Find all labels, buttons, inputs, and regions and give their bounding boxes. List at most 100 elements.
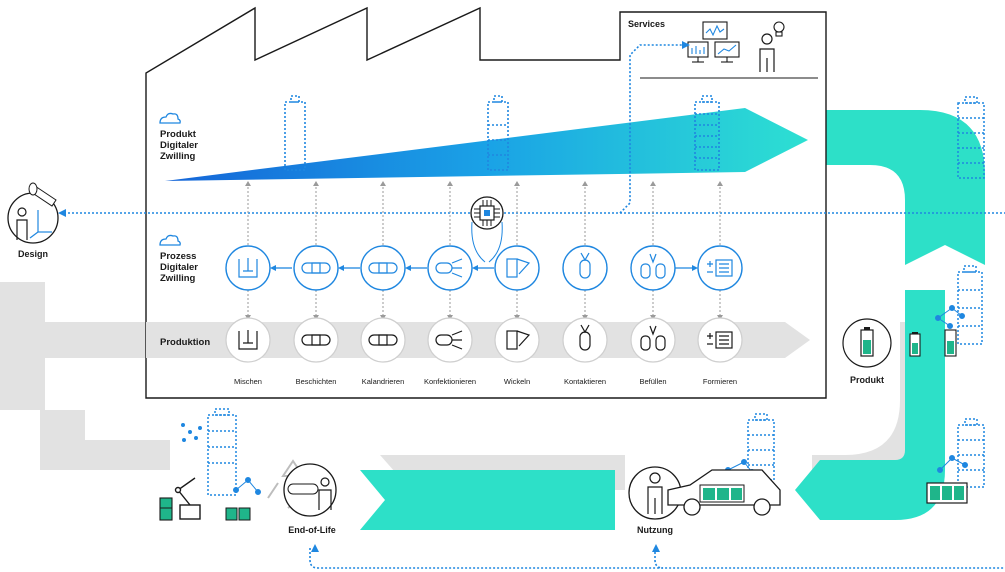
chip-icon <box>470 196 504 230</box>
arrow-head-left <box>58 209 66 217</box>
person-icon <box>318 477 332 510</box>
process-twin-label-1: Prozess <box>160 251 196 262</box>
flow-arrow-left <box>472 265 478 271</box>
process-step: Beschichten <box>293 181 339 386</box>
process-twin-label-3: Zwilling <box>160 273 196 284</box>
twin-step-circle <box>630 245 676 291</box>
process-step: Konfektionieren <box>424 181 476 386</box>
design-label: Design <box>18 249 48 259</box>
battery-icon <box>909 332 921 357</box>
usage-node <box>628 466 682 520</box>
arrow-up <box>514 181 520 186</box>
process-step: Befüllen <box>630 181 676 386</box>
twin-step-circle <box>293 245 339 291</box>
step-icon <box>506 258 531 278</box>
step-label: Kalandrieren <box>362 377 405 386</box>
arrow-up <box>650 181 656 186</box>
car-icon <box>667 469 781 516</box>
bulb-icon <box>773 21 785 37</box>
step-icon <box>301 262 331 274</box>
step-icon <box>301 334 331 346</box>
process-columns: Mischen Beschichten Kalandrieren Konfektion… <box>225 181 743 386</box>
data-line <box>60 44 1005 569</box>
design-node <box>7 182 59 244</box>
robot-arm-icon <box>174 477 201 520</box>
arrow-up <box>313 181 319 186</box>
twin-step-circle <box>427 245 473 291</box>
battery-stack-right <box>207 96 985 496</box>
product-label: Produkt <box>850 375 884 385</box>
person-icon <box>647 472 663 514</box>
cyan-flow-band <box>360 110 985 530</box>
flow-arrow-left <box>338 265 344 271</box>
process-step: Kalandrieren <box>360 181 406 386</box>
arrow-up <box>380 181 386 186</box>
battery-icon <box>694 95 720 171</box>
chip-connector <box>471 221 503 263</box>
process-step: Mischen <box>225 181 271 386</box>
process-twin-label-2: Digitaler <box>160 262 198 273</box>
production-step-circle <box>293 317 339 363</box>
twin-step-circle <box>360 245 406 291</box>
step-label: Wickeln <box>504 377 530 386</box>
cylinder-icon <box>28 182 57 207</box>
battery-icon <box>225 507 251 521</box>
production-step-circle <box>562 317 608 363</box>
arrow-up <box>582 181 588 186</box>
flow-arrow-left <box>270 265 276 271</box>
cloud-icon <box>159 112 181 124</box>
arrow-up <box>245 181 251 186</box>
battery-pack-icon <box>926 482 968 504</box>
production-step-circle <box>427 317 473 363</box>
cloud-icon <box>159 234 181 246</box>
step-icon <box>238 258 258 278</box>
step-icon <box>579 252 591 279</box>
axes-icon <box>29 210 52 239</box>
arrow-up <box>717 181 723 186</box>
product-twin-label-3: Zwilling <box>160 151 196 162</box>
step-icon <box>579 324 591 351</box>
step-icon <box>707 331 733 349</box>
battery-icon <box>487 95 509 171</box>
battery-icon <box>860 327 874 357</box>
twin-batteries <box>284 95 720 171</box>
step-label: Befüllen <box>639 377 666 386</box>
end-of-life-label: End-of-Life <box>288 525 336 535</box>
step-label: Beschichten <box>296 377 337 386</box>
person-icon <box>759 33 775 72</box>
process-step: Wickeln <box>494 181 540 386</box>
arrow-head-services <box>682 41 690 49</box>
step-icon <box>640 325 666 351</box>
arrow-head-eol <box>311 544 319 552</box>
step-label: Konfektionieren <box>424 377 476 386</box>
step-icon <box>506 330 531 350</box>
step-icon <box>435 330 463 350</box>
battery-icon <box>284 95 306 171</box>
product-twin-label-2: Digitaler <box>160 140 198 151</box>
cylinder-icon <box>287 483 319 495</box>
end-of-life-node <box>283 463 337 517</box>
production-label: Produktion <box>160 337 210 348</box>
step-icon <box>368 334 398 346</box>
flow-arrow-right <box>692 265 698 271</box>
process-step: Kontaktieren <box>562 181 608 386</box>
step-icon <box>238 330 258 350</box>
step-icon <box>707 259 733 277</box>
usage-label: Nutzung <box>637 525 673 535</box>
battery-icon <box>159 497 173 521</box>
arrow-up <box>447 181 453 186</box>
twin-step-circle <box>562 245 608 291</box>
arrow-head-usage <box>652 544 660 552</box>
step-label: Mischen <box>234 377 262 386</box>
battery-icon <box>944 329 957 357</box>
product-twin-label-1: Produkt <box>160 129 197 140</box>
services-label: Services <box>628 19 665 29</box>
step-icon <box>435 258 463 278</box>
flow-arrow-left <box>405 265 411 271</box>
step-label: Kontaktieren <box>564 377 606 386</box>
production-step-circle <box>630 317 676 363</box>
production-step-circle <box>360 317 406 363</box>
person-icon <box>16 207 28 240</box>
product-twin-wedge <box>165 108 808 181</box>
